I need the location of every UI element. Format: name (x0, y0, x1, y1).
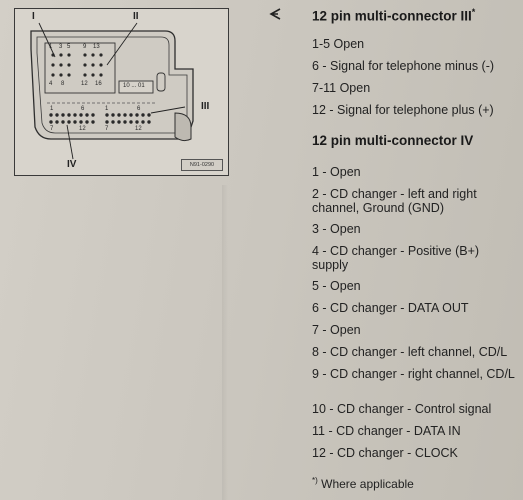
upper-pin-grid (51, 53, 103, 77)
list-item: 12 - CD changer - CLOCK (312, 446, 458, 460)
pin-label-box: 10 ... 01 (123, 83, 145, 89)
pin-label: 9 (83, 44, 87, 50)
connector-diagram: I II III IV 1 3 5 9 13 4 8 12 16 10 ... … (14, 8, 229, 176)
pin-label: 12 (79, 126, 86, 132)
callout-iv: IV (67, 159, 77, 170)
connector-iii-title: 12 pin multi-connector III* (312, 7, 476, 24)
list-item: 2 - CD changer - left and right channel,… (312, 187, 477, 215)
list-item: 6 - Signal for telephone minus (-) (312, 59, 495, 73)
pin-label: 12 (135, 126, 142, 132)
pin-label: 7 (50, 126, 54, 132)
list-item: 11 - CD changer - DATA IN (312, 424, 461, 438)
list-item: 10 - CD changer - Control signal (312, 402, 492, 416)
pin-label: 1 (49, 44, 53, 50)
pin-label: 3 (59, 44, 63, 50)
callout-leaders (38, 22, 186, 160)
part-code: N91-0290 (181, 159, 223, 171)
pin-label: 1 (50, 106, 54, 112)
footnote: *) Where applicable (312, 476, 414, 491)
pin-label: 1 (105, 106, 109, 112)
pin-label: 5 (67, 44, 71, 50)
upper-connector-block (44, 42, 116, 94)
arrow-icon (269, 8, 281, 20)
list-item: 4 - CD changer - Positive (B+) supply (312, 244, 480, 272)
small-pin-box (118, 80, 154, 94)
housing-outline (30, 30, 194, 140)
connector-drawing (30, 22, 194, 160)
lower-left-pin-rows (49, 113, 95, 124)
callout-ii: II (133, 11, 139, 22)
list-item: 7-11 Open (312, 81, 371, 95)
lower-right-pin-rows (105, 113, 151, 124)
list-item: 5 - Open (312, 279, 361, 293)
list-item: 1 - Open (312, 165, 361, 179)
list-item: 7 - Open (312, 323, 361, 337)
list-item: 3 - Open (312, 222, 361, 236)
list-item: 12 - Signal for telephone plus (+) (312, 103, 494, 117)
callout-i: I (32, 11, 35, 22)
key-slot (156, 72, 166, 92)
pin-label: 12 (81, 81, 88, 87)
pin-label: 6 (81, 106, 85, 112)
pin-label: 7 (105, 126, 109, 132)
connector-iv-title: 12 pin multi-connector IV (312, 133, 474, 148)
list-item: 6 - CD changer - DATA OUT (312, 301, 469, 315)
pin-label: 16 (95, 81, 102, 87)
pin-label: 13 (93, 44, 100, 50)
latch (174, 112, 192, 142)
pin-label: 8 (61, 81, 65, 87)
pin-label: 6 (137, 106, 141, 112)
pin-label: 4 (49, 81, 53, 87)
page-fold-shadow (222, 185, 228, 500)
list-item: 9 - CD changer - right channel, CD/L (312, 367, 515, 381)
list-item: 8 - CD changer - left channel, CD/L (312, 345, 508, 359)
list-item: 1-5 Open (312, 37, 365, 51)
callout-iii: III (201, 101, 210, 112)
